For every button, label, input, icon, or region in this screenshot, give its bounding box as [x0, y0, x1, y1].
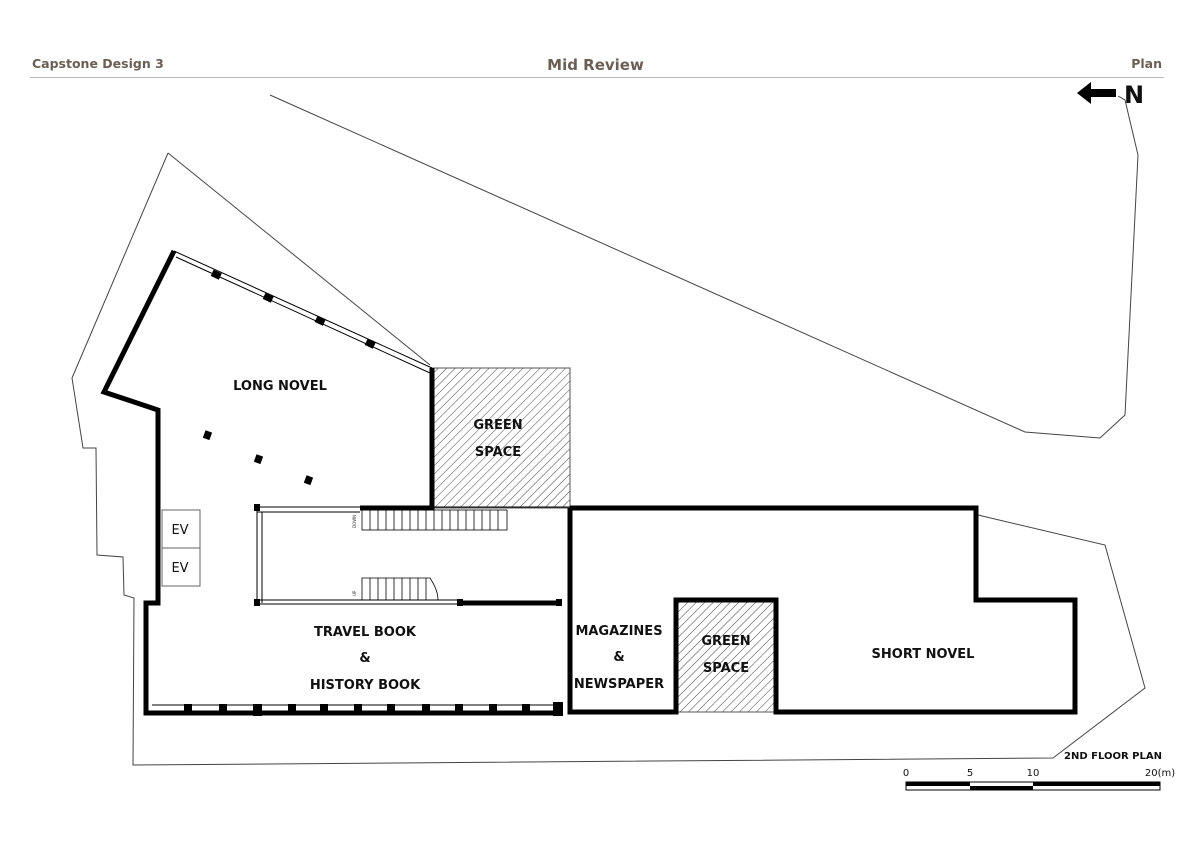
sheet-title: Mid Review — [547, 56, 644, 74]
scale-tick-5: 5 — [967, 768, 973, 779]
room-label-magazines-line3: NEWSPAPER — [574, 677, 664, 692]
room-label-magazines-line2: & — [613, 650, 624, 665]
stair-down — [361, 509, 508, 531]
room-label-long-novel: LONG NOVEL — [233, 379, 327, 394]
scale-tick-10: 10 — [1027, 768, 1040, 779]
north-label: N — [1124, 81, 1144, 109]
stair-down-label: DOWN — [352, 515, 357, 528]
scale-tick-0: 0 — [903, 768, 909, 779]
room-label-travel-line3: HISTORY BOOK — [310, 678, 421, 693]
green-space-2-area — [675, 599, 777, 713]
north-arrow-icon — [1077, 82, 1116, 104]
room-label-short-novel: SHORT NOVEL — [872, 647, 975, 662]
header-rule — [30, 77, 1164, 78]
room-label-green-space-1-line1: GREEN — [473, 418, 522, 433]
site-boundary-segment — [167, 152, 431, 366]
window-band-north — [173, 250, 433, 374]
room-label-magazines-line1: MAGAZINES — [575, 624, 662, 639]
stair-up — [361, 577, 439, 601]
stair-up-label: UP — [352, 590, 357, 596]
room-label-travel-line2: & — [359, 651, 370, 666]
elevator-core — [161, 509, 201, 587]
header: Capstone Design 3 Mid Review Plan — [0, 0, 1191, 80]
sheet-section: Plan — [1131, 56, 1162, 71]
elevator-1-label: EV — [171, 523, 188, 538]
elevator-2-label: EV — [171, 561, 188, 576]
scale-bar — [905, 781, 1161, 791]
room-label-green-space-2-line1: GREEN — [701, 634, 750, 649]
scale-tick-20: 20(m) — [1145, 768, 1175, 779]
drawing-title: 2ND FLOOR PLAN — [1064, 751, 1162, 762]
room-label-green-space-1-line2: SPACE — [475, 445, 521, 460]
room-label-green-space-2-line2: SPACE — [703, 661, 749, 676]
room-label-travel-line1: TRAVEL BOOK — [314, 625, 417, 640]
course-label: Capstone Design 3 — [32, 56, 164, 71]
walls — [100, 249, 1078, 716]
green-space-1-area — [431, 367, 571, 509]
window-band-south — [152, 702, 563, 716]
site-boundary-west — [71, 152, 1146, 766]
site-boundary — [269, 94, 1139, 439]
stair-void — [256, 506, 570, 605]
